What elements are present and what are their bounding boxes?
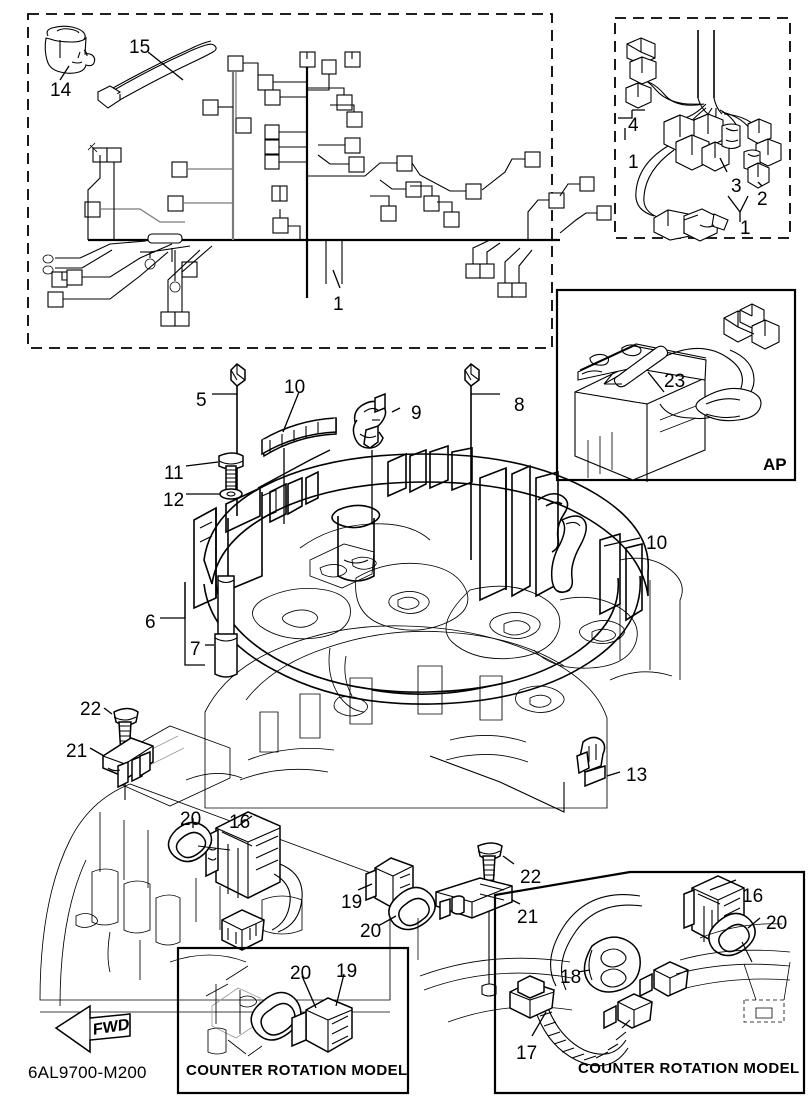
callout-9: 9 [411, 403, 422, 424]
part-11-bolt [185, 452, 244, 491]
callout-1-detail-a: 1 [628, 152, 639, 173]
part-12-washer [186, 488, 243, 500]
callout-10-top: 10 [284, 377, 306, 398]
engine-block-detail [204, 523, 683, 809]
callout-22-center: 22 [520, 867, 542, 888]
callout-13: 13 [626, 765, 648, 786]
part-9-wire-clamp [352, 392, 401, 524]
callout-5: 5 [196, 390, 207, 411]
callout-17-cr-right: 17 [516, 1043, 538, 1064]
callout-22-upper: 22 [80, 699, 102, 720]
callout-3-detail: 3 [731, 176, 742, 197]
callout-2-detail: 2 [757, 189, 768, 210]
engine-bracket-assembly [160, 363, 683, 813]
callout-8: 8 [514, 395, 525, 416]
lower-left-assembly [39, 707, 573, 1023]
part-10-grommet [261, 391, 337, 524]
callout-16-cr-right: 16 [742, 886, 764, 907]
fwd-arrow [54, 1004, 131, 1054]
part-20-gasket-left [167, 818, 231, 863]
part-number: 6AL9700-M200 [28, 1063, 147, 1082]
callout-23: 23 [664, 371, 686, 392]
callout-20-left: 20 [180, 809, 202, 830]
counter-rotation-left-label: COUNTER ROTATION MODEL [186, 1062, 408, 1079]
callout-21-center: 21 [517, 907, 539, 928]
callout-12: 12 [163, 490, 185, 511]
callout-20-cr-left: 20 [290, 963, 312, 984]
part-14-clip [44, 25, 96, 81]
counter-rotation-right-frame [493, 870, 806, 1095]
part-21-bracket-left [89, 737, 154, 789]
part-15-cable-tie [96, 40, 217, 109]
part-8-cable-tie [464, 363, 500, 560]
ap-label: AP [763, 455, 787, 474]
callout-18-cr-right: 18 [560, 967, 582, 988]
callout-15: 15 [129, 37, 151, 58]
callout-1-main: 1 [333, 294, 344, 315]
part-21-bracket-center [435, 877, 521, 921]
part-13-clip [429, 736, 621, 813]
callout-10-right: 10 [646, 533, 668, 554]
callout-14: 14 [50, 80, 72, 101]
callout-6: 6 [145, 612, 156, 633]
callout-7: 7 [190, 639, 201, 660]
callout-4-detail: 4 [628, 115, 639, 136]
counter-rotation-right-label: COUNTER ROTATION MODEL [578, 1060, 800, 1077]
callout-21-upper: 21 [66, 741, 88, 762]
battery-inset-frame [555, 288, 797, 482]
callout-11: 11 [164, 463, 184, 484]
part-20-gasket-center [377, 886, 436, 960]
callout-20-cr-right: 20 [766, 913, 788, 934]
harness-dashed-boundary [27, 13, 553, 349]
callout-19-center: 19 [341, 892, 363, 913]
part-16-regulator [205, 811, 303, 951]
harness-detail-inset [614, 17, 791, 242]
wire-harness-schematic [42, 51, 612, 327]
callout-16-left: 16 [229, 812, 251, 833]
callout-19-cr-left: 19 [336, 961, 358, 982]
part-6-7-spacer [160, 575, 238, 678]
counter-rotation-left-frame [176, 946, 410, 1095]
bracket-ring [193, 444, 650, 705]
callout-1-detail-b: 1 [740, 218, 751, 239]
callout-20-center: 20 [360, 921, 382, 942]
